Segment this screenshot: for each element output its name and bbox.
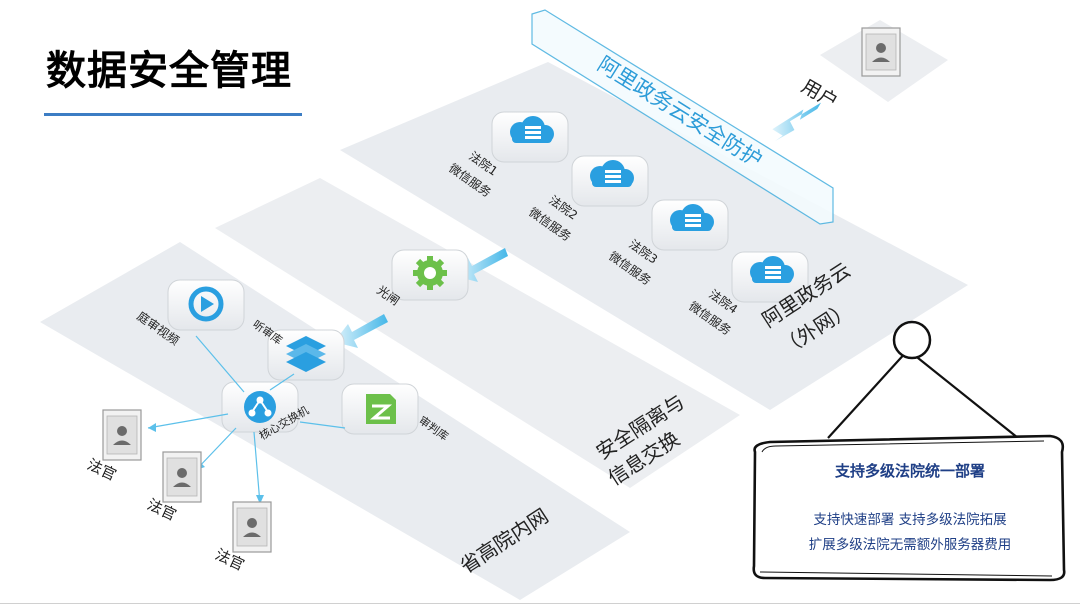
cloud-server-icon xyxy=(510,116,554,143)
link-listen-core xyxy=(269,373,295,391)
service-tile-2 xyxy=(571,155,649,207)
service-tile-4 xyxy=(731,251,809,303)
cloud-server-icon xyxy=(590,160,634,187)
gateway-tile xyxy=(391,249,469,301)
page-title: 数据安全管理 xyxy=(46,48,292,94)
note-line-1: 支持快速部署 支持多级法院拓展 xyxy=(813,512,1007,528)
zone-internal-plane xyxy=(40,242,630,600)
link-trial-core xyxy=(299,421,346,429)
network-hub-icon xyxy=(244,391,276,423)
core-switch-tile xyxy=(221,381,299,433)
database-stack-icon xyxy=(286,336,326,372)
user-terminal xyxy=(820,20,948,102)
zone-isolation-plane xyxy=(215,178,740,488)
user-label: 用户 xyxy=(798,75,842,113)
link-video-core xyxy=(195,335,245,393)
service-tile-1 xyxy=(491,111,569,163)
service-tile-3 xyxy=(651,199,729,251)
link-core-judge-2 xyxy=(195,427,237,471)
listen-tile xyxy=(267,329,345,381)
title-underline xyxy=(44,113,302,116)
link-core-judge-1 xyxy=(147,413,229,429)
document-tag-icon xyxy=(366,394,396,424)
gear-icon xyxy=(413,256,447,290)
note-sign xyxy=(752,320,1066,582)
trial-tile xyxy=(341,383,419,435)
video-tile xyxy=(167,279,245,331)
security-banner xyxy=(531,9,834,225)
judge-terminal-3 xyxy=(232,501,272,553)
judge-terminal-2 xyxy=(162,451,202,503)
arrow-gateway-to-internal xyxy=(334,314,388,348)
note-line-2: 扩展多级法院无需额外服务器费用 xyxy=(808,537,1012,553)
link-core-judge-3 xyxy=(253,431,261,505)
video-loop-icon xyxy=(188,286,224,322)
cloud-server-icon xyxy=(750,256,794,283)
footer-divider xyxy=(0,603,1080,604)
arrow-user-to-cloud xyxy=(772,102,822,142)
judge-terminal-1 xyxy=(102,409,142,461)
note-title: 支持多级法院统一部署 xyxy=(834,462,985,480)
cloud-server-icon xyxy=(670,204,714,231)
